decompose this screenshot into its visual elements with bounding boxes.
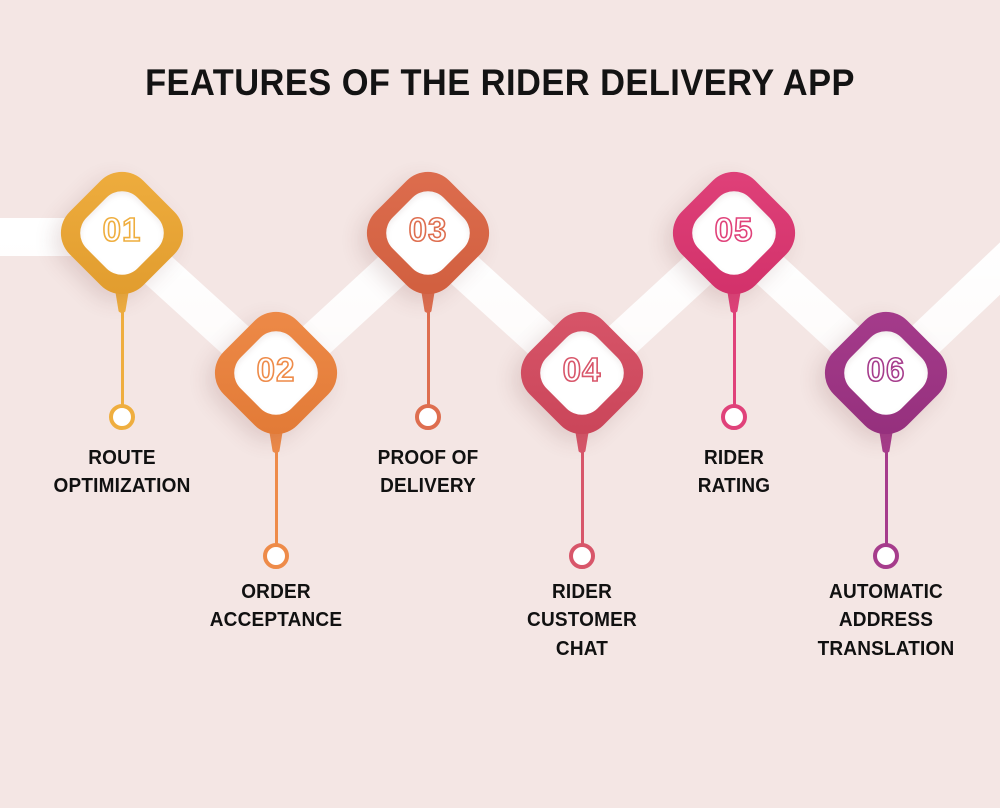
page-title: FEATURES OF THE RIDER DELIVERY APP [145, 62, 855, 103]
step-label-05: RIDER RATING [697, 447, 771, 498]
step-label-06: AUTOMATIC ADDRESS TRANSLATION [817, 581, 955, 660]
step-ring-01 [109, 404, 135, 430]
step-label-03: PROOF OF DELIVERY [377, 447, 479, 498]
step-badge-05[interactable] [660, 159, 808, 307]
step-badge-03[interactable] [354, 159, 502, 307]
step-ring-03 [415, 404, 441, 430]
step-badge-06[interactable] [812, 299, 960, 447]
step-badge-01[interactable] [48, 159, 196, 307]
step-label-01: ROUTE OPTIMIZATION [53, 447, 191, 498]
step-ring-04 [569, 543, 595, 569]
step-label-02: ORDER ACCEPTANCE [209, 581, 343, 632]
step-label-04: RIDER CUSTOMER CHAT [527, 581, 637, 660]
step-stem-05 [732, 285, 736, 417]
step-ring-06 [873, 543, 899, 569]
step-stem-03 [426, 285, 430, 417]
step-stem-06 [884, 425, 888, 556]
step-ring-02 [263, 543, 289, 569]
step-stem-02 [274, 425, 278, 556]
step-stem-04 [580, 425, 584, 556]
step-badge-04[interactable] [508, 299, 656, 447]
step-ring-05 [721, 404, 747, 430]
step-stem-01 [120, 285, 124, 417]
step-badge-02[interactable] [202, 299, 350, 447]
